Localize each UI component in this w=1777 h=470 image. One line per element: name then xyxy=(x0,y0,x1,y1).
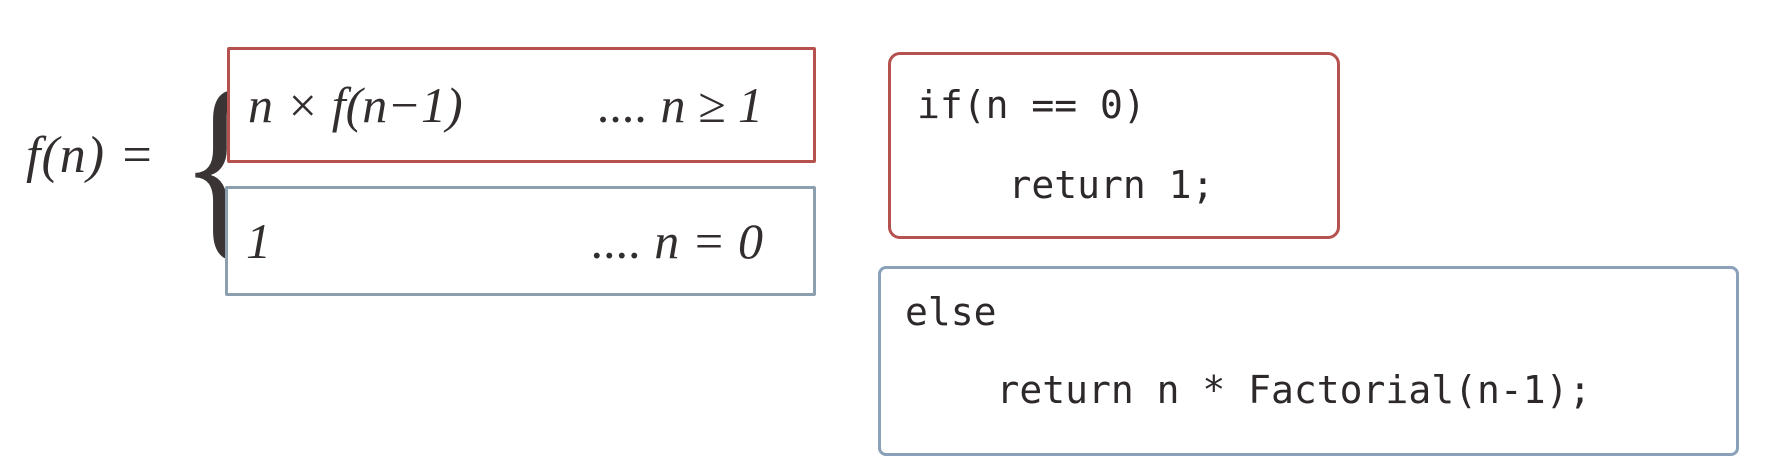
recursive-case-condition: .... n ≥ 1 xyxy=(598,77,763,133)
code-base-case-box: if(n == 0) return 1; xyxy=(888,52,1340,239)
base-case-box: 1 .... n = 0 xyxy=(225,186,816,296)
base-case-condition: .... n = 0 xyxy=(591,213,763,269)
code-recursive-case-box: else return n * Factorial(n-1); xyxy=(878,266,1739,456)
base-case-expression: 1 xyxy=(246,213,271,269)
recursive-case-box: n × f(n−1) .... n ≥ 1 xyxy=(227,47,816,163)
recursive-case-expression: n × f(n−1) xyxy=(248,77,463,133)
function-definition-label: f(n) = xyxy=(26,127,156,184)
